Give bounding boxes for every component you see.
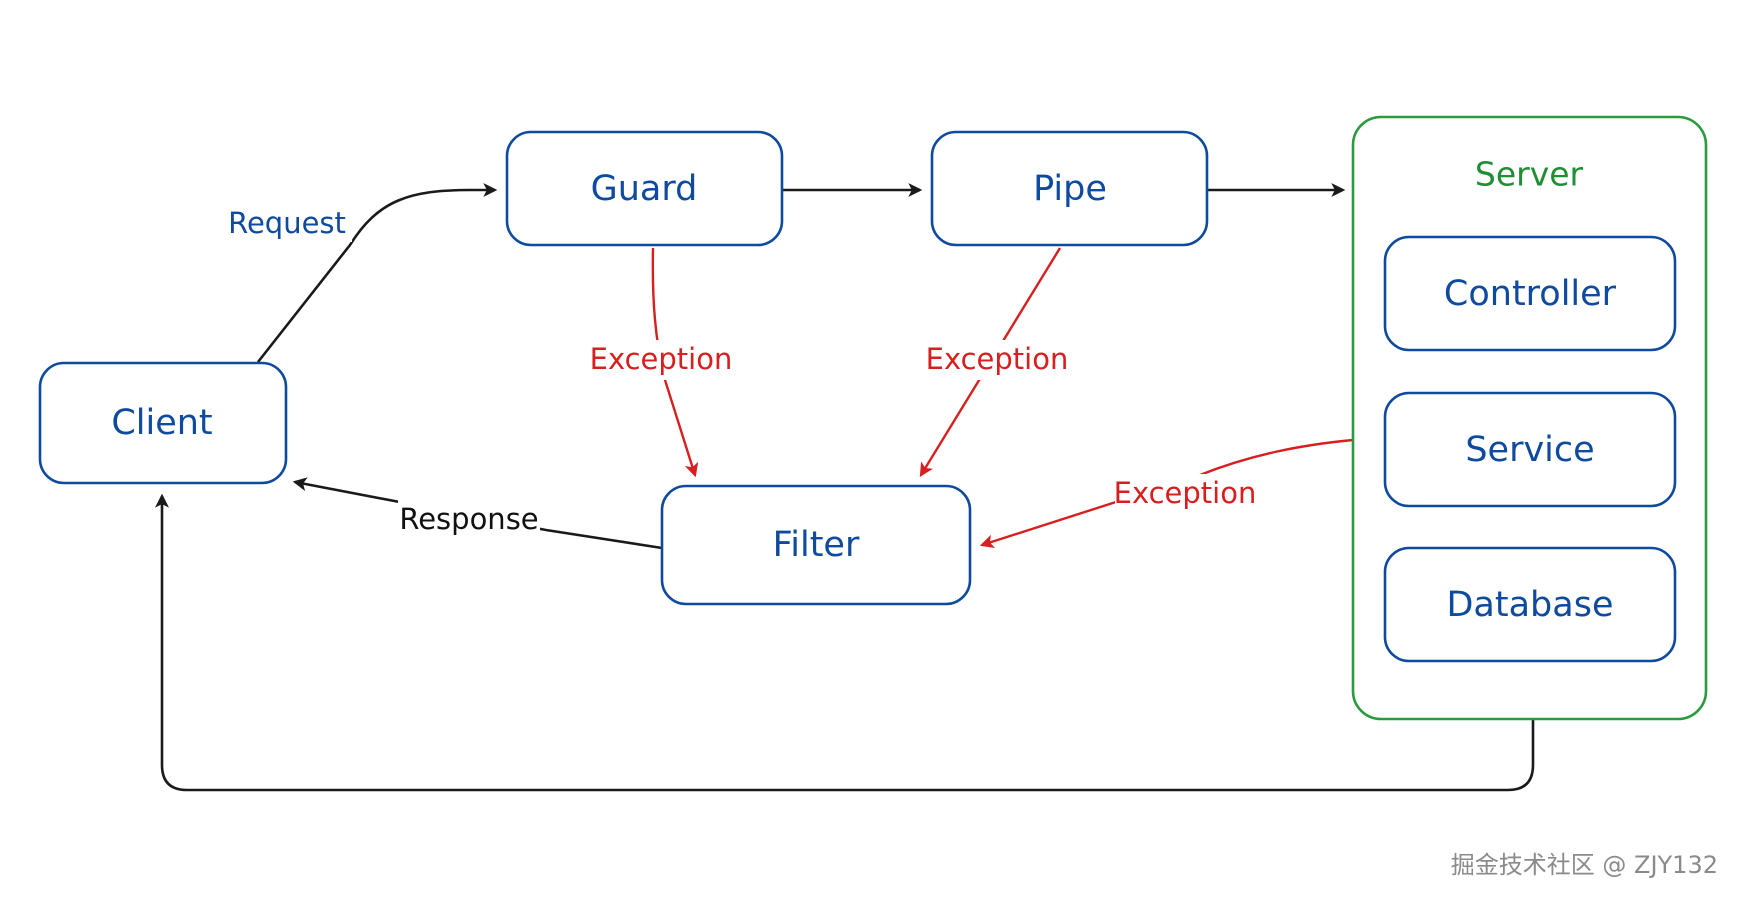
svg-text:Request: Request: [228, 206, 346, 240]
pipe-node: Pipe: [930, 130, 1209, 247]
server-label: Server: [1475, 155, 1584, 194]
svg-text:Exception: Exception: [590, 342, 733, 376]
server-return-arrow: [155, 493, 1535, 792]
server-exception-arrow: [979, 438, 1354, 549]
client-label: Client: [111, 403, 212, 443]
filter-node: Filter: [660, 484, 972, 606]
response-arrow: [292, 477, 663, 550]
controller-label: Controller: [1444, 274, 1617, 314]
request-label: Request: [222, 202, 352, 242]
filter-label: Filter: [773, 525, 860, 565]
server-exception-label: Exception: [1114, 474, 1257, 514]
guard-node: Guard: [505, 130, 784, 247]
svg-text:Exception: Exception: [1114, 476, 1257, 510]
svg-text:Exception: Exception: [926, 342, 1069, 376]
controller-node: Controller: [1383, 235, 1677, 352]
guard-exception-label: Exception: [590, 340, 733, 380]
pipe-label: Pipe: [1033, 169, 1107, 209]
pipe-exception-label: Exception: [926, 340, 1069, 380]
database-node: Database: [1383, 546, 1677, 663]
service-node: Service: [1383, 391, 1677, 508]
client-node: Client: [38, 361, 288, 485]
watermark-text: 掘金技术社区 @ ZJY132: [1451, 851, 1718, 879]
request-arrow: [256, 183, 498, 363]
response-label: Response: [398, 500, 540, 540]
service-label: Service: [1465, 430, 1594, 470]
database-label: Database: [1446, 585, 1613, 625]
guard-label: Guard: [591, 169, 698, 209]
svg-text:Response: Response: [399, 502, 538, 536]
